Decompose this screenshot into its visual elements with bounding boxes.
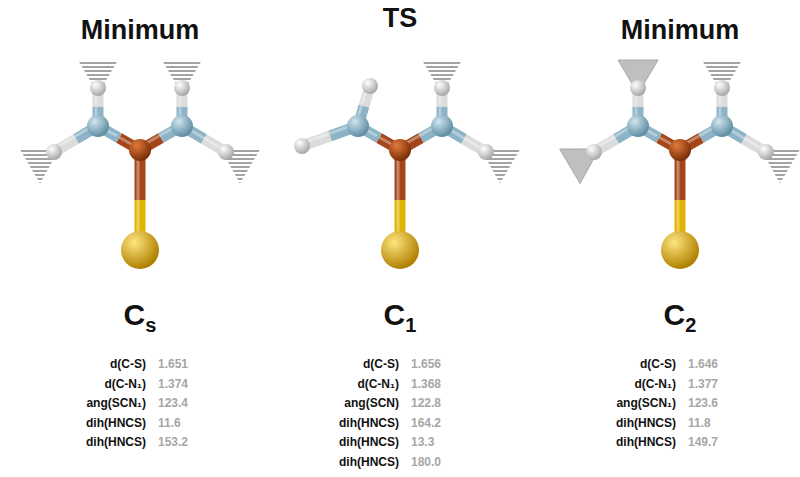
parameter-name: dih(HNCS)	[86, 417, 146, 430]
parameter-name: dih(HNCS)	[339, 456, 399, 469]
parameter-name: d(C-S)	[363, 358, 399, 371]
parameter-value: 153.2	[158, 436, 188, 449]
atom	[478, 144, 494, 160]
atom	[714, 80, 730, 96]
parameter-name: ang(SCN₁)	[86, 397, 146, 410]
atom	[627, 115, 649, 137]
molecule	[20, 60, 261, 269]
parameter-name: ang(SCN)	[344, 397, 399, 410]
atom	[121, 231, 159, 269]
parameter-name: d(C-N₁)	[104, 378, 146, 391]
atom	[174, 80, 190, 96]
atom	[431, 115, 453, 137]
atom	[362, 78, 378, 94]
point-group-label: C1	[384, 298, 417, 336]
atom	[381, 231, 419, 269]
atom	[129, 139, 151, 161]
atom	[758, 144, 774, 160]
parameter-value: 1.646	[688, 358, 718, 371]
atom	[586, 144, 602, 160]
parameter-name: d(C-S)	[640, 358, 676, 371]
molecule	[560, 60, 800, 269]
atom	[389, 139, 411, 161]
molecule	[294, 60, 520, 269]
atom	[711, 115, 733, 137]
parameter-value: 123.6	[688, 397, 718, 410]
atom	[661, 231, 699, 269]
atom	[630, 80, 646, 96]
point-group-label: C2	[664, 298, 697, 336]
parameter-value: 123.4	[158, 397, 188, 410]
atom	[669, 139, 691, 161]
parameter-name: d(C-S)	[110, 358, 146, 371]
state-heading: TS	[383, 4, 418, 34]
parameter-name: dih(HNCS)	[616, 436, 676, 449]
parameter-name: dih(HNCS)	[616, 417, 676, 430]
parameter-value: 122.8	[411, 397, 441, 410]
parameter-value: 1.374	[158, 378, 188, 391]
parameter-value: 149.7	[688, 436, 718, 449]
parameter-value: 11.8	[688, 417, 711, 430]
atom	[347, 115, 369, 137]
parameter-name: dih(HNCS)	[86, 436, 146, 449]
parameter-value: 180.0	[411, 456, 441, 469]
atom	[218, 144, 234, 160]
parameter-value: 164.2	[411, 417, 441, 430]
point-group-label: Cs	[124, 298, 157, 336]
atom	[434, 80, 450, 96]
atom	[171, 115, 193, 137]
atom	[46, 144, 62, 160]
parameter-value: 1.651	[158, 358, 188, 371]
parameter-name: d(C-N₁)	[634, 378, 676, 391]
parameter-name: ang(SCN₁)	[616, 397, 676, 410]
parameter-value: 13.3	[411, 436, 434, 449]
atom	[87, 115, 109, 137]
atom	[90, 80, 106, 96]
parameter-value: 1.368	[411, 378, 441, 391]
state-heading: Minimum	[81, 16, 200, 46]
state-heading: Minimum	[621, 16, 740, 46]
parameter-name: dih(HNCS)	[339, 436, 399, 449]
parameter-name: dih(HNCS)	[339, 417, 399, 430]
parameter-value: 11.6	[158, 417, 181, 430]
parameter-value: 1.377	[688, 378, 718, 391]
parameter-value: 1.656	[411, 358, 441, 371]
atom	[294, 138, 310, 154]
parameter-name: d(C-N₁)	[357, 378, 399, 391]
